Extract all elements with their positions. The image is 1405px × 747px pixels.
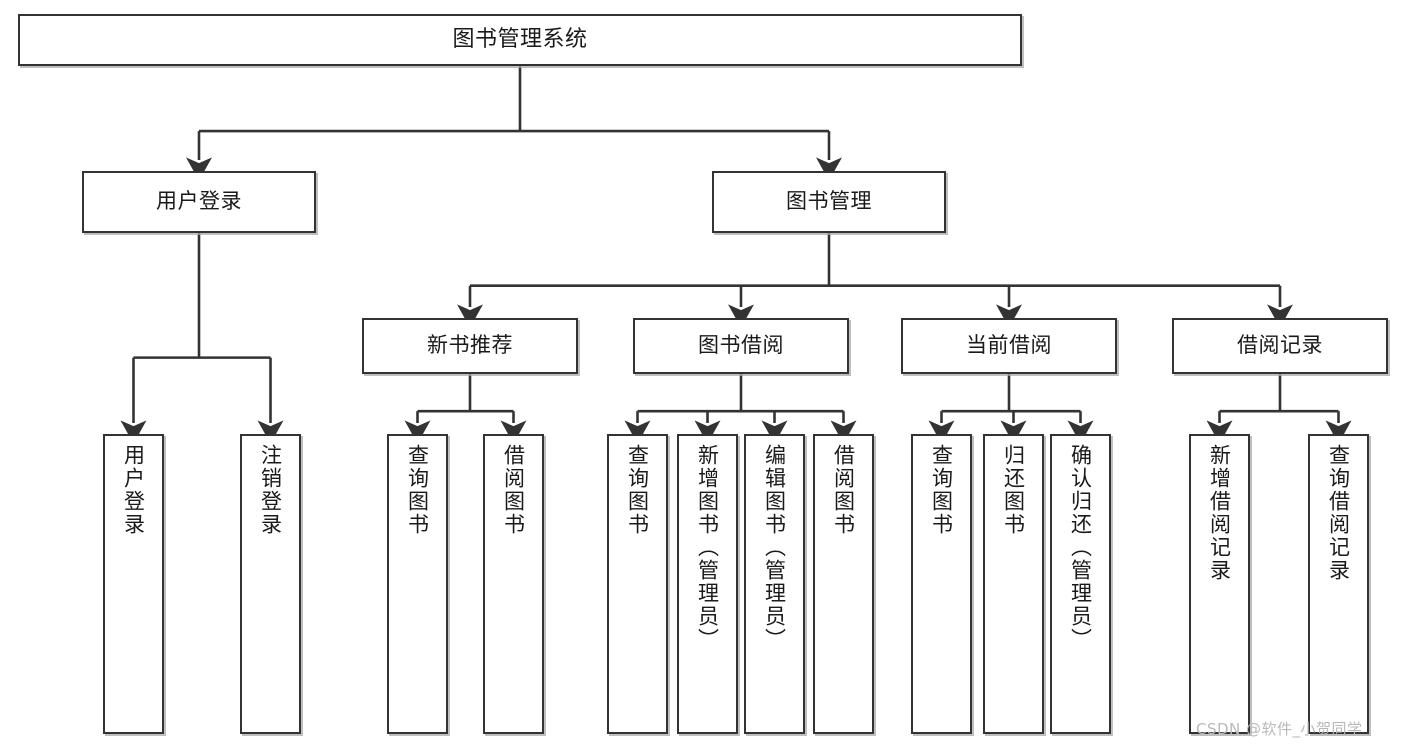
node-label: 借阅图书 — [831, 444, 856, 536]
node-label: 图书借阅 — [698, 333, 784, 358]
node-label: 借阅图书 — [501, 444, 526, 536]
node-label: 图书管理系统 — [452, 26, 588, 52]
node-l-cur-2[interactable]: 归还图书 — [983, 434, 1044, 734]
node-label: 图书管理 — [786, 189, 872, 214]
node-login[interactable]: 用户登录 — [82, 171, 316, 233]
node-label: 查询图书 — [405, 444, 430, 536]
node-label: 借阅记录 — [1237, 333, 1323, 358]
node-root[interactable]: 图书管理系统 — [18, 14, 1022, 66]
node-label: 确认归还（管理员） — [1068, 444, 1093, 651]
node-label: 查询图书 — [625, 444, 650, 536]
node-l-new-1[interactable]: 查询图书 — [387, 434, 448, 734]
node-label: 注销登录 — [258, 444, 283, 536]
node-label: 新增图书（管理员） — [695, 444, 720, 651]
node-l-cur-3[interactable]: 确认归还（管理员） — [1050, 434, 1111, 734]
node-records[interactable]: 借阅记录 — [1172, 318, 1388, 374]
node-l-login-2[interactable]: 注销登录 — [240, 434, 301, 734]
node-label: 查询借阅记录 — [1326, 444, 1351, 582]
node-l-bor-1[interactable]: 查询图书 — [607, 434, 668, 734]
node-label: 用户登录 — [121, 444, 146, 536]
node-label: 新增借阅记录 — [1207, 444, 1232, 582]
node-label: 用户登录 — [156, 189, 242, 214]
node-l-rec-1[interactable]: 新增借阅记录 — [1189, 434, 1250, 734]
node-l-cur-1[interactable]: 查询图书 — [911, 434, 972, 734]
node-label: 新书推荐 — [427, 333, 513, 358]
node-l-new-2[interactable]: 借阅图书 — [483, 434, 544, 734]
node-l-login-1[interactable]: 用户登录 — [103, 434, 164, 734]
node-newbook[interactable]: 新书推荐 — [362, 318, 578, 374]
node-label: 归还图书 — [1001, 444, 1026, 536]
node-label: 查询图书 — [929, 444, 954, 536]
node-borrow[interactable]: 图书借阅 — [633, 318, 849, 374]
node-label: 当前借阅 — [966, 333, 1052, 358]
node-label: 编辑图书（管理员） — [762, 444, 787, 651]
node-current[interactable]: 当前借阅 — [901, 318, 1117, 374]
csdn-watermark: CSDN @软件_小贺同学 — [1196, 720, 1363, 738]
node-l-bor-2[interactable]: 新增图书（管理员） — [677, 434, 738, 734]
node-l-rec-2[interactable]: 查询借阅记录 — [1308, 434, 1369, 734]
node-bookmgmt[interactable]: 图书管理 — [712, 171, 946, 233]
node-l-bor-3[interactable]: 编辑图书（管理员） — [744, 434, 805, 734]
node-l-bor-4[interactable]: 借阅图书 — [813, 434, 874, 734]
